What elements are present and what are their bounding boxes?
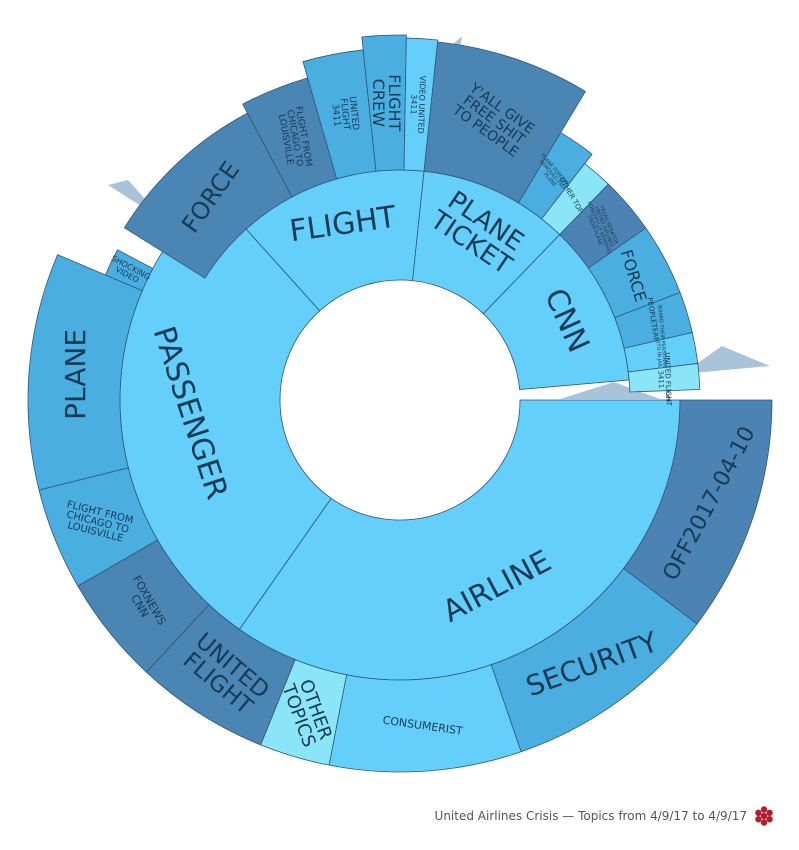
flower-logo-icon [755, 806, 773, 826]
subtopic-label-flight-video-united-3411: VIDEO UNITED3411 [409, 75, 428, 134]
subtopic-label-flight-flight-crew: FLIGHTCREW [370, 74, 405, 131]
chart-footer: United Airlines Crisis — Topics from 4/9… [435, 804, 775, 828]
subtopic-label-flight-united-flight-3411: UNITEDFLIGHT3411 [329, 96, 360, 133]
connector-wedge-2 [682, 346, 770, 374]
subtopic-segment-cnn-united-flight-3411[interactable] [627, 362, 701, 393]
subtopic-label-passenger-plane: PLANE [59, 329, 92, 420]
subtopic-segment-passenger-shocking-video[interactable] [104, 249, 154, 292]
subtopic-label-cnn-united-flight-3411: UNITED FLIGHT3411 [656, 352, 673, 407]
connector-wedge-1 [560, 382, 660, 399]
footer-caption: United Airlines Crisis — Topics from 4/9… [434, 809, 747, 823]
subtopic-segment-plane-ticket-y-all-give-free-shit-to-people[interactable] [423, 41, 586, 204]
subtopic-segment-passenger-plane[interactable] [27, 254, 143, 491]
